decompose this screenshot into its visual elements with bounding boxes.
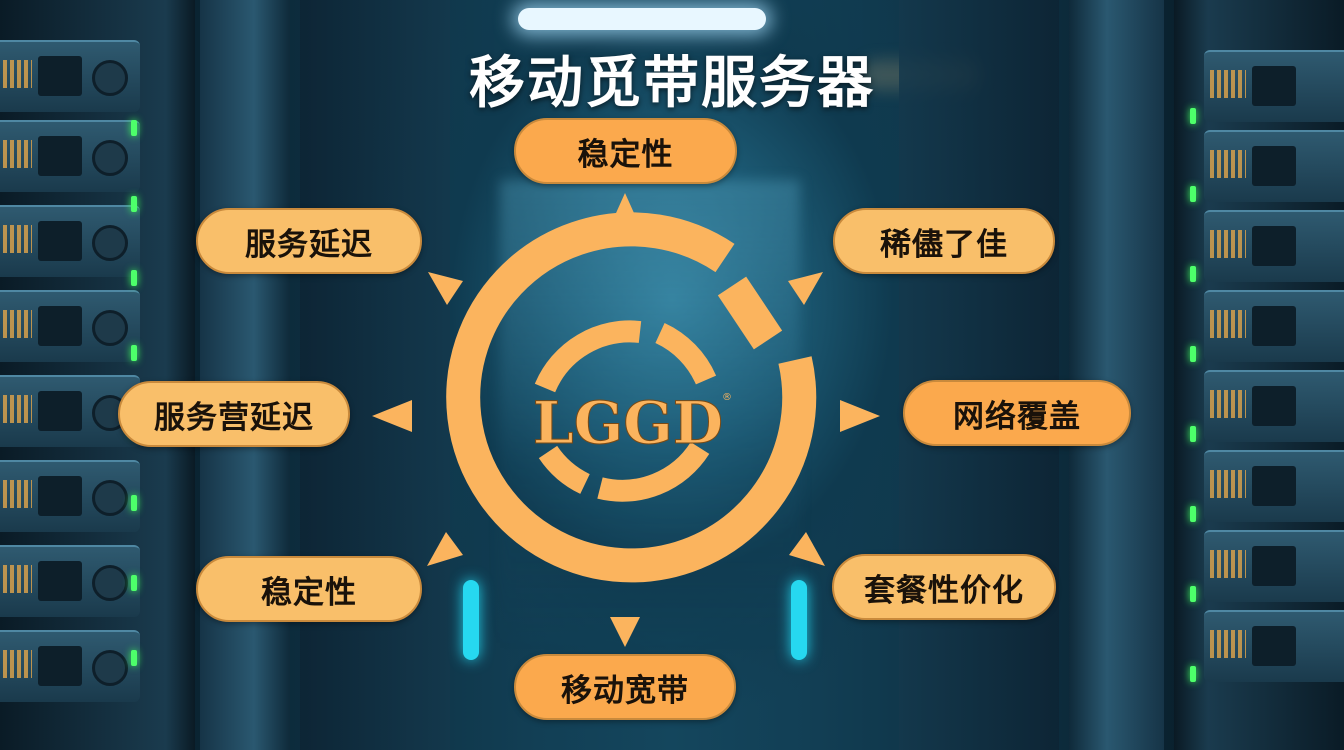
status-led (131, 495, 137, 511)
status-led (1190, 426, 1196, 442)
node-bottom-left: 稳定性 (196, 556, 422, 622)
server-unit (1204, 370, 1344, 442)
server-unit (1204, 210, 1344, 282)
logo-text: LGGD (533, 389, 723, 457)
server-rack-left-2 (200, 0, 290, 750)
server-unit (0, 40, 140, 112)
node-right: 网络覆盖 (903, 380, 1131, 446)
server-rack-left-3 (300, 0, 450, 750)
status-led (131, 120, 137, 136)
status-led (1190, 186, 1196, 202)
status-led (1190, 108, 1196, 124)
node-bottom: 移动宽带 (514, 654, 736, 720)
server-unit (1204, 290, 1344, 362)
server-unit (1204, 50, 1344, 122)
server-unit (1204, 450, 1344, 522)
arrow-up-left-icon (789, 532, 825, 566)
status-led (131, 345, 137, 361)
arrow-up-icon (612, 193, 638, 222)
ceiling-light (518, 8, 766, 30)
server-rack-left (0, 0, 195, 750)
server-unit (1204, 610, 1344, 682)
node-left: 服务营延迟 (118, 381, 350, 447)
server-rack-right-2 (1069, 0, 1164, 750)
server-unit (1204, 130, 1344, 202)
arrow-down-left-icon (788, 272, 823, 305)
status-led (1190, 506, 1196, 522)
node-top-right: 稀儘了佳 (833, 208, 1055, 274)
status-led (1190, 266, 1196, 282)
status-led (1190, 666, 1196, 682)
server-rack-right (1174, 0, 1344, 750)
status-led (131, 650, 137, 666)
server-unit (0, 290, 140, 362)
status-led (1190, 586, 1196, 602)
server-unit (0, 545, 140, 617)
server-unit (0, 375, 140, 447)
status-led (131, 270, 137, 286)
cyan-light-right (791, 580, 807, 660)
server-unit (1204, 530, 1344, 602)
status-led (131, 196, 137, 212)
arrow-down-right-icon (428, 272, 463, 305)
server-unit (0, 205, 140, 277)
server-rack-right-3 (899, 0, 1059, 750)
arrow-right-icon (840, 400, 880, 432)
arrow-down-icon (610, 617, 640, 647)
status-led (131, 575, 137, 591)
page-title: 移动觅带服务器 (469, 51, 875, 116)
node-top: 稳定性 (514, 118, 737, 184)
arrow-up-right-icon (427, 532, 463, 566)
server-unit (0, 460, 140, 532)
server-unit (0, 120, 140, 192)
registered-mark: ® (722, 392, 732, 403)
node-top-left: 服务延迟 (196, 208, 422, 274)
cyan-light-left (463, 580, 479, 660)
node-bottom-right: 套餐性价化 (832, 554, 1056, 620)
server-unit (0, 630, 140, 702)
status-led (1190, 346, 1196, 362)
arrow-left-icon (372, 400, 412, 432)
